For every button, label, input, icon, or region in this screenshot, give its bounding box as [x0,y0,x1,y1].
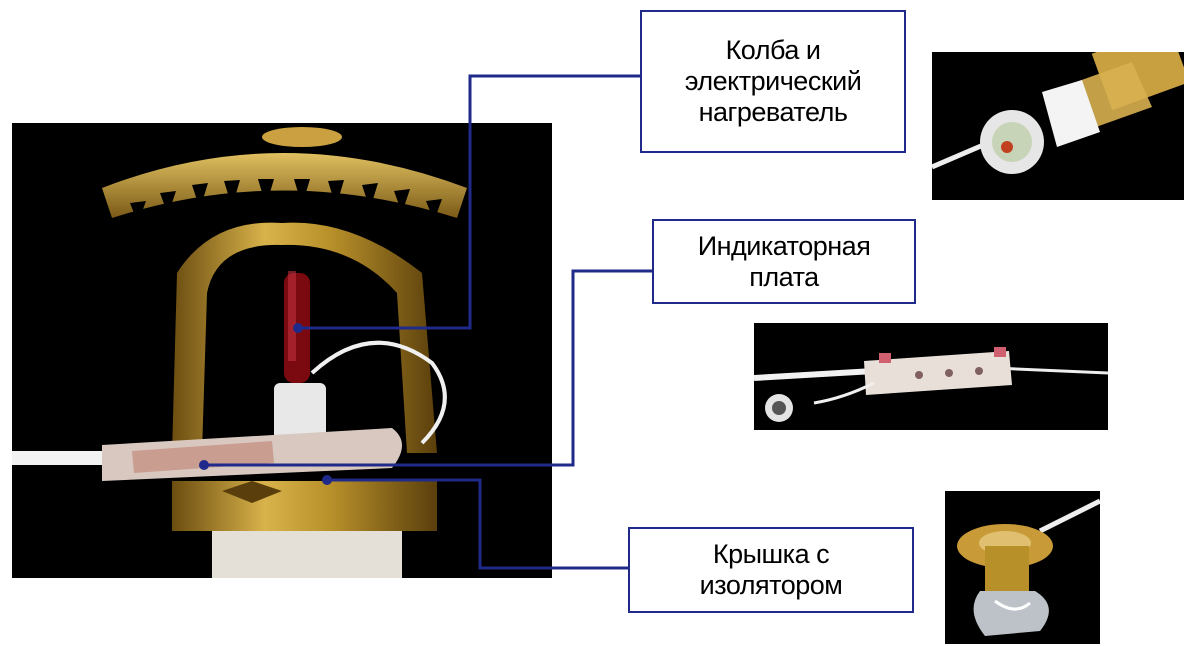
callout-cap-insulator: Крышка с изолятором [628,527,914,613]
callout-indicator-board: Индикаторная плата [652,219,916,304]
callout-bulb-heater: Колба и электрический нагреватель [640,10,906,153]
